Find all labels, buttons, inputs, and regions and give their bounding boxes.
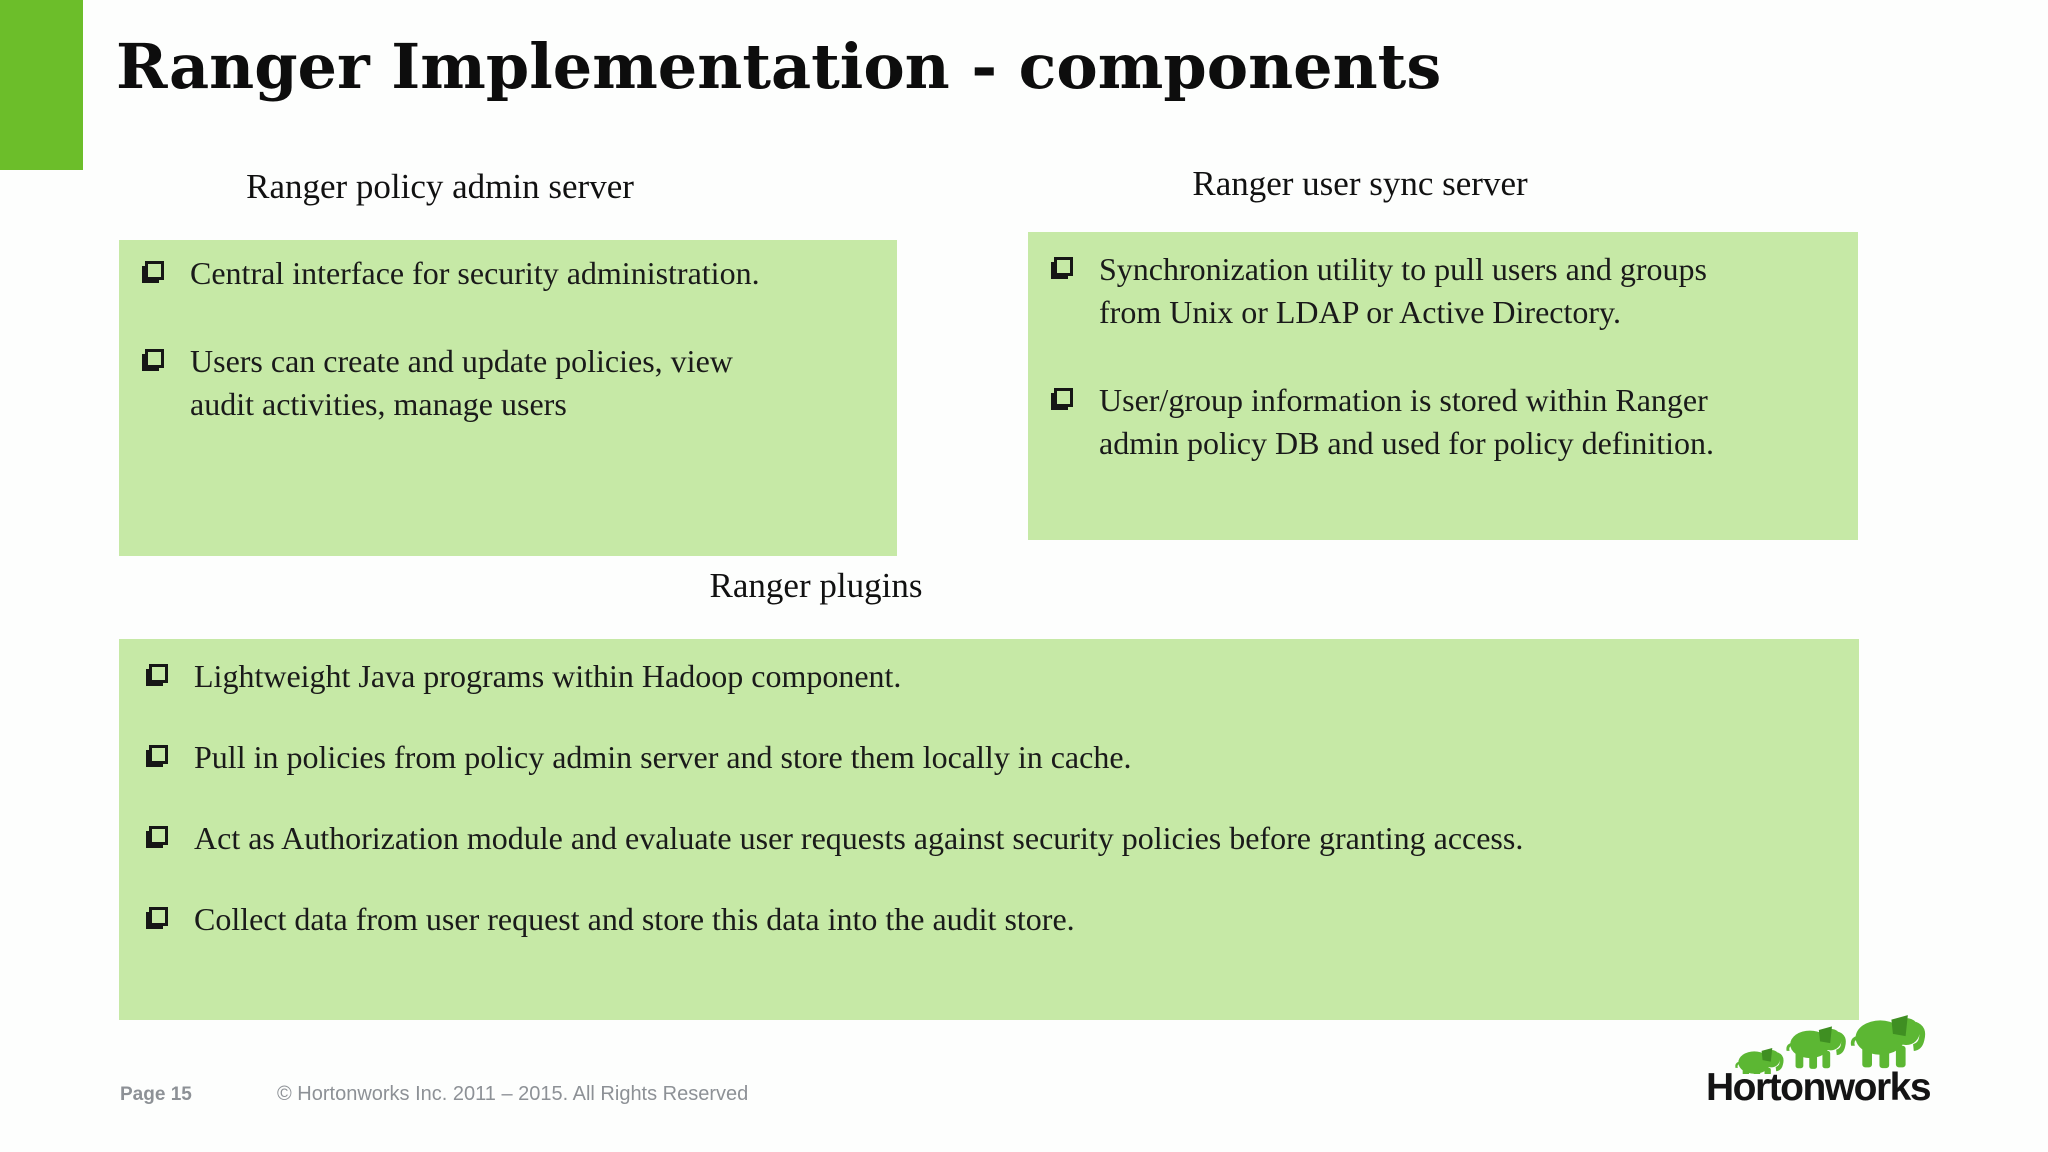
bullet-item: Central interface for security administr… <box>143 252 873 295</box>
bullet-text: Collect data from user request and store… <box>194 901 1075 937</box>
panel-user-sync: Synchronization utility to pull users an… <box>1028 232 1858 540</box>
checkbox-bullet-icon <box>1054 257 1073 276</box>
bullet-text: Synchronization utility to pull users an… <box>1099 251 1707 330</box>
checkbox-bullet-icon <box>149 907 168 926</box>
bullet-item: Lightweight Java programs within Hadoop … <box>147 655 1831 698</box>
bullet-text: Lightweight Java programs within Hadoop … <box>194 658 902 694</box>
panel-policy-admin: Central interface for security administr… <box>119 240 897 556</box>
bullet-text: Users can create and update policies, vi… <box>190 343 733 422</box>
checkbox-bullet-icon <box>145 349 164 368</box>
bullet-text: User/group information is stored within … <box>1099 382 1714 461</box>
checkbox-bullet-icon <box>145 261 164 280</box>
section-heading-plugins: Ranger plugins <box>709 566 923 605</box>
bullet-item: Pull in policies from policy admin serve… <box>147 736 1831 779</box>
bullet-item: User/group information is stored within … <box>1052 379 1834 465</box>
bullet-item: Collect data from user request and store… <box>147 898 1831 941</box>
hortonworks-wordmark: Hortonworks <box>1706 1066 1932 1109</box>
page-number: Page 15 <box>120 1084 192 1105</box>
section-heading-user-sync: Ranger user sync server <box>1192 164 1528 203</box>
accent-bar <box>0 0 83 170</box>
bullet-item: Act as Authorization module and evaluate… <box>147 817 1831 860</box>
bullet-text: Central interface for security administr… <box>190 255 760 291</box>
checkbox-bullet-icon <box>149 826 168 845</box>
copyright-text: © Hortonworks Inc. 2011 – 2015. All Righ… <box>277 1083 749 1105</box>
bullet-item: Synchronization utility to pull users an… <box>1052 248 1834 334</box>
panel-plugins: Lightweight Java programs within Hadoop … <box>119 639 1859 1020</box>
bullet-text: Act as Authorization module and evaluate… <box>194 820 1524 856</box>
hortonworks-elephants-logo <box>1735 1015 1926 1074</box>
section-heading-policy-admin: Ranger policy admin server <box>246 167 634 206</box>
bullet-item: Users can create and update policies, vi… <box>143 340 873 426</box>
slide-title: Ranger Implementation - components <box>116 30 1442 103</box>
checkbox-bullet-icon <box>149 745 168 764</box>
bullet-text: Pull in policies from policy admin serve… <box>194 739 1132 775</box>
checkbox-bullet-icon <box>149 664 168 683</box>
checkbox-bullet-icon <box>1054 388 1073 407</box>
